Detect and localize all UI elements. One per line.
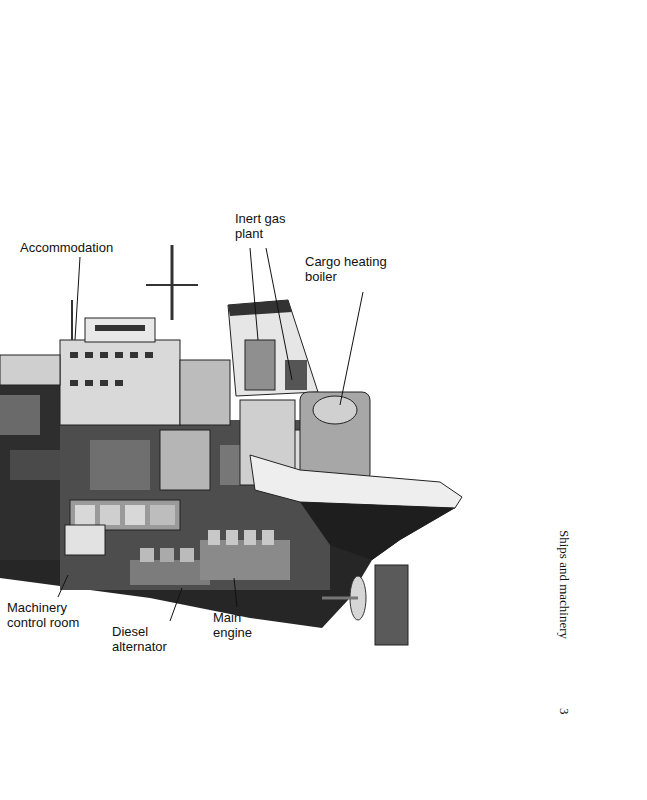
part-label: Machinery control room (7, 600, 85, 630)
running-head: Ships and machinery (556, 530, 572, 639)
part-label: Inert gas plant (235, 211, 307, 241)
page-number: 3 (556, 708, 572, 715)
part-label: Diesel alternator (112, 624, 184, 654)
part-label: Main engine (213, 610, 267, 640)
part-label: Cargo heating boiler (305, 254, 409, 284)
part-label: Accommodation (20, 240, 113, 255)
